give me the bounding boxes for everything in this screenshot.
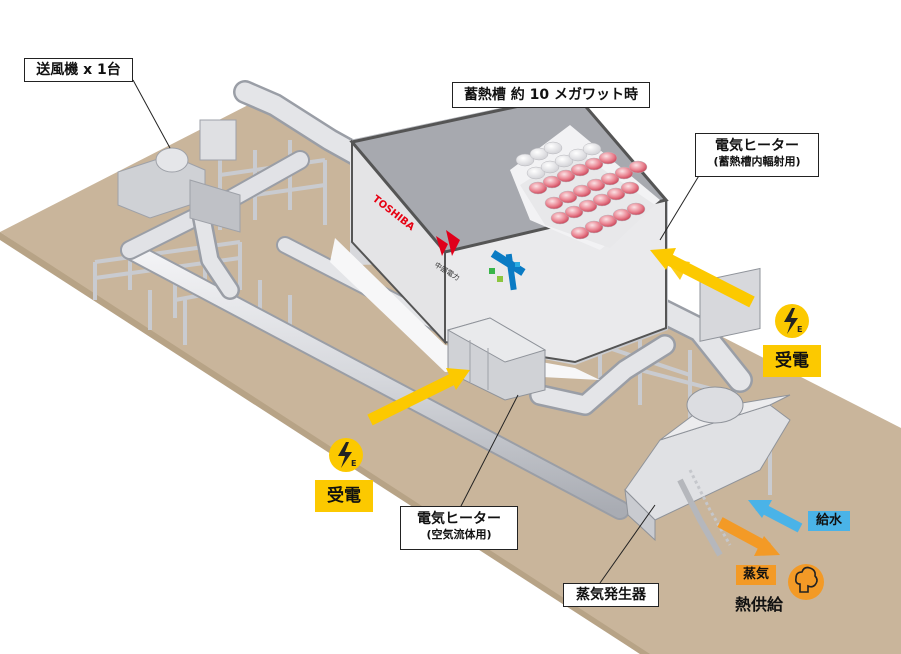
power-receive-label-right: 受電 bbox=[763, 345, 821, 377]
storage-rock bbox=[550, 211, 570, 225]
air-heater-label: 電気ヒーター (空気流体用) bbox=[400, 506, 518, 550]
storage-rock bbox=[628, 160, 648, 174]
storage-rock bbox=[529, 147, 549, 161]
storage-rock bbox=[554, 154, 574, 168]
power-arrow-right bbox=[650, 248, 755, 308]
storage-rock bbox=[626, 202, 646, 216]
storage-rock bbox=[568, 148, 588, 162]
water-supply-arrow bbox=[748, 500, 803, 533]
storage-rock bbox=[584, 157, 604, 171]
storage-rocks bbox=[515, 141, 648, 240]
steam-arrow bbox=[717, 517, 780, 556]
storage-rock bbox=[600, 172, 620, 186]
storage-rock bbox=[556, 169, 576, 183]
storage-rock bbox=[598, 214, 618, 228]
storage-rock bbox=[528, 181, 548, 195]
storage-rock bbox=[544, 196, 564, 210]
partner-logo bbox=[489, 250, 526, 291]
storage-rock bbox=[564, 205, 584, 219]
power-arrow-left bbox=[367, 368, 470, 426]
storage-heater-label: 電気ヒーター (蓄熱槽内輻射用) bbox=[695, 133, 819, 177]
storage-heater-label-sub: (蓄熱槽内輻射用) bbox=[713, 154, 801, 168]
storage-rock bbox=[598, 151, 618, 165]
storage-rock bbox=[612, 208, 632, 222]
storage-rock bbox=[515, 153, 535, 167]
heat-supply-label: 熱供給 bbox=[735, 595, 784, 614]
storage-tank-label: 蓄熱槽 約 10 メガワット時 bbox=[452, 82, 650, 108]
steam-generator-label-text: 蒸気発生器 bbox=[576, 587, 646, 603]
storage-rock bbox=[614, 166, 634, 180]
storage-rock bbox=[526, 166, 546, 180]
storage-rock bbox=[584, 220, 604, 234]
svg-text:E: E bbox=[351, 459, 356, 468]
storage-rock bbox=[543, 141, 563, 155]
storage-rock bbox=[606, 187, 626, 201]
storage-rock bbox=[578, 199, 598, 213]
storage-heater-label-text: 電気ヒーター bbox=[715, 138, 799, 154]
storage-rock bbox=[582, 142, 602, 156]
storage-rock bbox=[570, 226, 590, 240]
fan-label: 送風機 x 1台 bbox=[24, 58, 133, 82]
storage-rock bbox=[620, 181, 640, 195]
storage-rock bbox=[558, 190, 578, 204]
air-heater-label-sub: (空気流体用) bbox=[426, 527, 492, 541]
leader-lines bbox=[132, 79, 701, 584]
electric-power-icon: E bbox=[329, 438, 363, 472]
water-supply-tag: 給水 bbox=[808, 511, 850, 531]
steam-generator-label: 蒸気発生器 bbox=[563, 583, 659, 607]
air-heater-box bbox=[446, 317, 547, 401]
storage-rock bbox=[572, 184, 592, 198]
storage-rock bbox=[540, 160, 560, 174]
electric-power-icon: E bbox=[775, 304, 809, 338]
storage-rock bbox=[592, 193, 612, 207]
heat-supply-icon bbox=[788, 564, 824, 600]
fan-label-text: 送風機 x 1台 bbox=[36, 62, 121, 78]
power-receive-label-left: 受電 bbox=[315, 480, 373, 512]
svg-text:E: E bbox=[797, 325, 802, 334]
fan-unit bbox=[117, 119, 241, 233]
storage-tank-label-text: 蓄熱槽 約 10 メガワット時 bbox=[463, 87, 639, 103]
storage-rock bbox=[586, 178, 606, 192]
air-heater-label-text: 電気ヒーター bbox=[417, 511, 501, 527]
storage-rock bbox=[542, 175, 562, 189]
storage-rock bbox=[570, 163, 590, 177]
steam-tag: 蒸気 bbox=[736, 565, 776, 585]
